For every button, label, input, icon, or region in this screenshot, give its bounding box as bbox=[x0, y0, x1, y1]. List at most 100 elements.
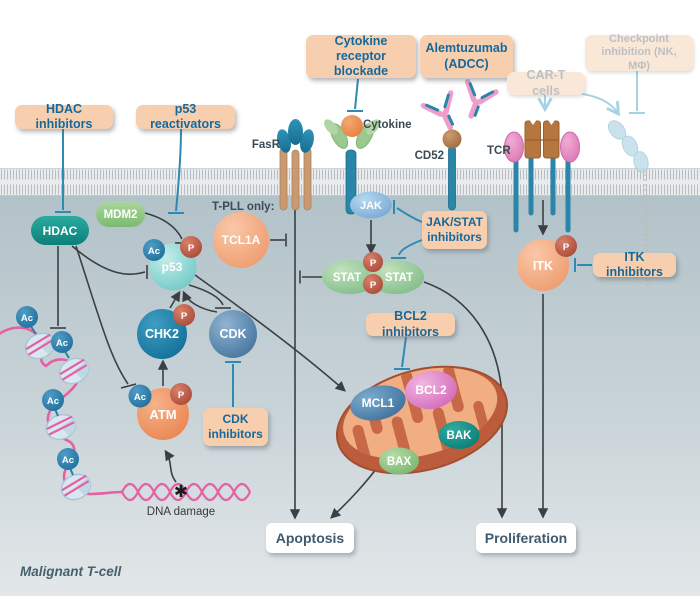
nucleosome bbox=[58, 357, 90, 385]
ac-badge: Ac bbox=[16, 306, 38, 335]
svg-text:P: P bbox=[178, 390, 185, 401]
signal-arrows bbox=[50, 200, 549, 520]
mcl1: MCL1 bbox=[350, 385, 406, 421]
bax: BAX bbox=[379, 447, 419, 475]
arrow-chk2-to-p53 bbox=[169, 290, 181, 309]
bcl2: BCL2 bbox=[405, 370, 457, 410]
inhibit-cytokineblockade-cytokine bbox=[347, 78, 363, 112]
svg-text:Ac: Ac bbox=[47, 396, 59, 407]
svg-text:MCL1: MCL1 bbox=[362, 396, 395, 410]
tcl1a: TCL1A bbox=[213, 212, 269, 268]
arrow-p53-to-mitochondria bbox=[194, 274, 346, 392]
svg-text:Ac: Ac bbox=[62, 455, 74, 466]
inhibit-hdaci-hdac bbox=[55, 129, 71, 213]
label-tpll-only: T-PLL only: bbox=[212, 201, 275, 213]
inhibit-p53-cdk bbox=[188, 284, 231, 309]
label-tcr: TCR bbox=[487, 145, 511, 157]
svg-text:STAT: STAT bbox=[333, 272, 361, 284]
svg-text:Ac: Ac bbox=[148, 246, 160, 257]
outcome-apoptosis: Apoptosis bbox=[266, 523, 354, 553]
label-cytokine-receptor-blockade: Cytokine receptor blockade bbox=[306, 34, 416, 78]
chk2: P CHK2 bbox=[137, 304, 195, 359]
svg-text:BAK: BAK bbox=[447, 430, 473, 442]
svg-text:BCL2: BCL2 bbox=[415, 383, 447, 397]
inhibitor-lines bbox=[55, 78, 592, 407]
svg-text:HDAC: HDAC bbox=[43, 224, 78, 238]
antibody-icon bbox=[420, 90, 455, 131]
inhibit-bcl2i-bcl2 bbox=[394, 336, 410, 370]
antibody-icon bbox=[464, 78, 499, 119]
chromatin: Ac Ac Ac Ac bbox=[0, 306, 123, 501]
stat-dimer: STAT STAT P P bbox=[322, 252, 424, 294]
tcr-complex bbox=[504, 120, 580, 233]
svg-text:p53: p53 bbox=[162, 260, 183, 274]
inhibit-hdac-atm bbox=[75, 245, 137, 389]
svg-text:ITK: ITK bbox=[533, 259, 553, 273]
svg-text:TCL1A: TCL1A bbox=[222, 233, 261, 247]
label-checkpoint-inhibition: Checkpoint inhibition (NK, MΦ) bbox=[585, 33, 693, 72]
inhibit-stat-fasr-line bbox=[299, 270, 322, 284]
svg-text:P: P bbox=[181, 311, 188, 322]
svg-text:Ac: Ac bbox=[56, 338, 68, 349]
label-cdk-inhibitors: CDK inhibitors bbox=[203, 408, 268, 446]
ac-badge: Ac bbox=[128, 384, 152, 408]
p-badge: P bbox=[170, 383, 192, 405]
arrow-cdk-to-p53 bbox=[182, 290, 218, 313]
label-itk-inhibitors: ITK inhibitors bbox=[593, 250, 676, 279]
ac-badge: Ac bbox=[42, 389, 64, 417]
label-bcl2-inhibitors: BCL2 inhibitors bbox=[366, 309, 455, 339]
label-p53-reactivators: p53 reactivators bbox=[136, 102, 235, 131]
svg-text:ATM: ATM bbox=[149, 407, 176, 422]
mdm2: MDM2 bbox=[96, 201, 145, 227]
svg-text:Ac: Ac bbox=[134, 392, 146, 403]
hdac: HDAC bbox=[31, 216, 89, 245]
label-cytokine: Cytokine bbox=[363, 119, 412, 131]
itk: P ITK bbox=[517, 235, 577, 291]
svg-text:P: P bbox=[563, 242, 570, 253]
p-badge: P bbox=[173, 304, 195, 326]
svg-text:CHK2: CHK2 bbox=[145, 327, 179, 341]
nucleosome bbox=[45, 413, 77, 441]
label-dna-damage: DNA damage bbox=[146, 506, 216, 518]
svg-text:P: P bbox=[370, 280, 377, 291]
svg-text:P: P bbox=[188, 243, 195, 254]
inhibit-jakstati-stat bbox=[391, 239, 423, 259]
inhibit-hdac-p53 bbox=[71, 245, 148, 279]
dna-helix bbox=[121, 482, 251, 502]
dna-damage-star: ✱ bbox=[174, 482, 188, 501]
label-alemtuzumab-adcc: Alemtuzumab (ADCC) bbox=[420, 35, 513, 78]
inhibit-jakstati-jak bbox=[393, 200, 423, 223]
svg-text:P: P bbox=[370, 258, 377, 269]
cell-type-label: Malignant T-cell bbox=[20, 564, 122, 579]
p-badge: P bbox=[180, 236, 202, 258]
p-badge: P bbox=[555, 235, 577, 257]
fasr-receptor bbox=[277, 119, 314, 211]
inhibit-hdac-chromatin bbox=[50, 246, 66, 329]
p53: Ac P p53 bbox=[143, 236, 202, 291]
svg-text:MDM2: MDM2 bbox=[104, 209, 138, 221]
inhibit-checkpoint-ligand bbox=[629, 70, 645, 114]
inhibit-itki-itk bbox=[574, 258, 592, 272]
label-hdac-inhibitors: HDAC inhibitors bbox=[15, 102, 113, 131]
ac-badge: Ac bbox=[57, 448, 79, 476]
p-badge: P bbox=[363, 274, 383, 294]
inhibit-cdki-cdk bbox=[225, 361, 241, 407]
svg-text:BAX: BAX bbox=[387, 456, 412, 468]
jak: JAK bbox=[350, 191, 392, 219]
nucleosome bbox=[60, 473, 92, 501]
label-jak-stat-inhibitors: JAK/STAT inhibitors bbox=[422, 211, 487, 249]
svg-text:STAT: STAT bbox=[385, 272, 413, 284]
extracellular-space bbox=[0, 0, 700, 170]
inhibit-p53react-mdm2line bbox=[168, 128, 184, 214]
inhibit-tcl1a-fasr-line bbox=[270, 233, 287, 247]
bak: BAK bbox=[438, 421, 480, 449]
ac-badge: Ac bbox=[143, 239, 165, 261]
cd52-receptor bbox=[442, 129, 462, 211]
label-cd52: CD52 bbox=[414, 150, 444, 162]
ac-badge: Ac bbox=[51, 331, 73, 359]
svg-text:Ac: Ac bbox=[21, 313, 33, 324]
outcome-proliferation: Proliferation bbox=[476, 523, 576, 553]
cytokine-receptor bbox=[324, 115, 380, 215]
cdk: CDK bbox=[209, 310, 257, 358]
